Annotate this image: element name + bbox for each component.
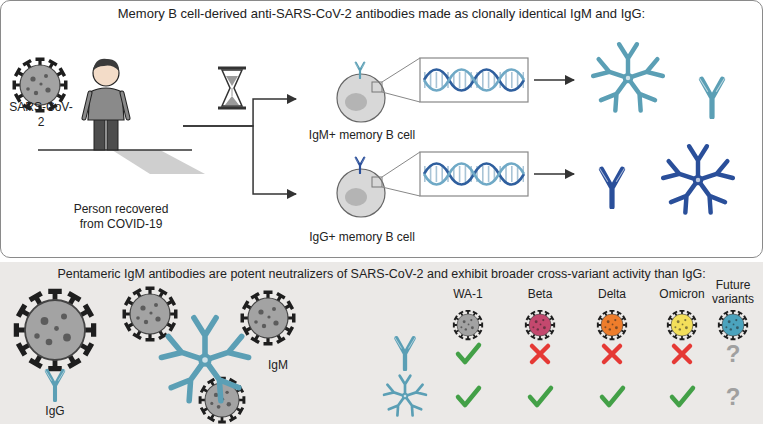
variant-name: Future variants xyxy=(704,278,762,307)
antibody-label: IgG xyxy=(35,404,75,418)
node-text: IgM+ memory B cell xyxy=(309,128,415,142)
virus-icon: SARS-CoV-2 xyxy=(7,61,75,129)
node-text: Person recovered from COVID-19 xyxy=(63,202,179,231)
label-slot: ? xyxy=(713,385,753,409)
label-slot: WA-1 xyxy=(438,287,498,301)
label-slot: Future variants xyxy=(704,278,762,307)
split-arrow xyxy=(183,99,296,126)
node-text: Pentameric IgM antibodies are potent neu… xyxy=(57,267,705,282)
antibody-label: IgM xyxy=(258,358,298,372)
result-band: Pentameric IgM antibodies are potent neu… xyxy=(0,262,763,424)
person-figure: Person recovered from COVID-19 xyxy=(61,53,181,231)
node-text: SARS-CoV-2 xyxy=(9,100,73,129)
unknown-mark: ? xyxy=(713,342,753,366)
figure-panel: Memory B cell-derived anti-SARS-CoV-2 an… xyxy=(0,0,763,258)
variant-name: Beta xyxy=(510,287,570,301)
variant-name: Omicron xyxy=(652,287,712,301)
variant-name: WA-1 xyxy=(438,287,498,301)
variant-name: Delta xyxy=(582,287,642,301)
node-text: Memory B cell-derived anti-SARS-CoV-2 an… xyxy=(118,6,645,22)
label-slot: IgG xyxy=(35,404,75,418)
label-slot: Delta xyxy=(582,287,642,301)
split-arrow xyxy=(183,126,296,194)
label-slot: Omicron xyxy=(652,287,712,301)
label-slot: Beta xyxy=(510,287,570,301)
label-slot: IgM xyxy=(258,358,298,372)
label-slot: ? xyxy=(713,342,753,366)
unknown-mark: ? xyxy=(713,385,753,409)
b-cell: IgG+ memory B cell xyxy=(297,166,427,244)
node-text: IgG+ memory B cell xyxy=(309,230,415,244)
b-cell: IgM+ memory B cell xyxy=(297,71,427,142)
